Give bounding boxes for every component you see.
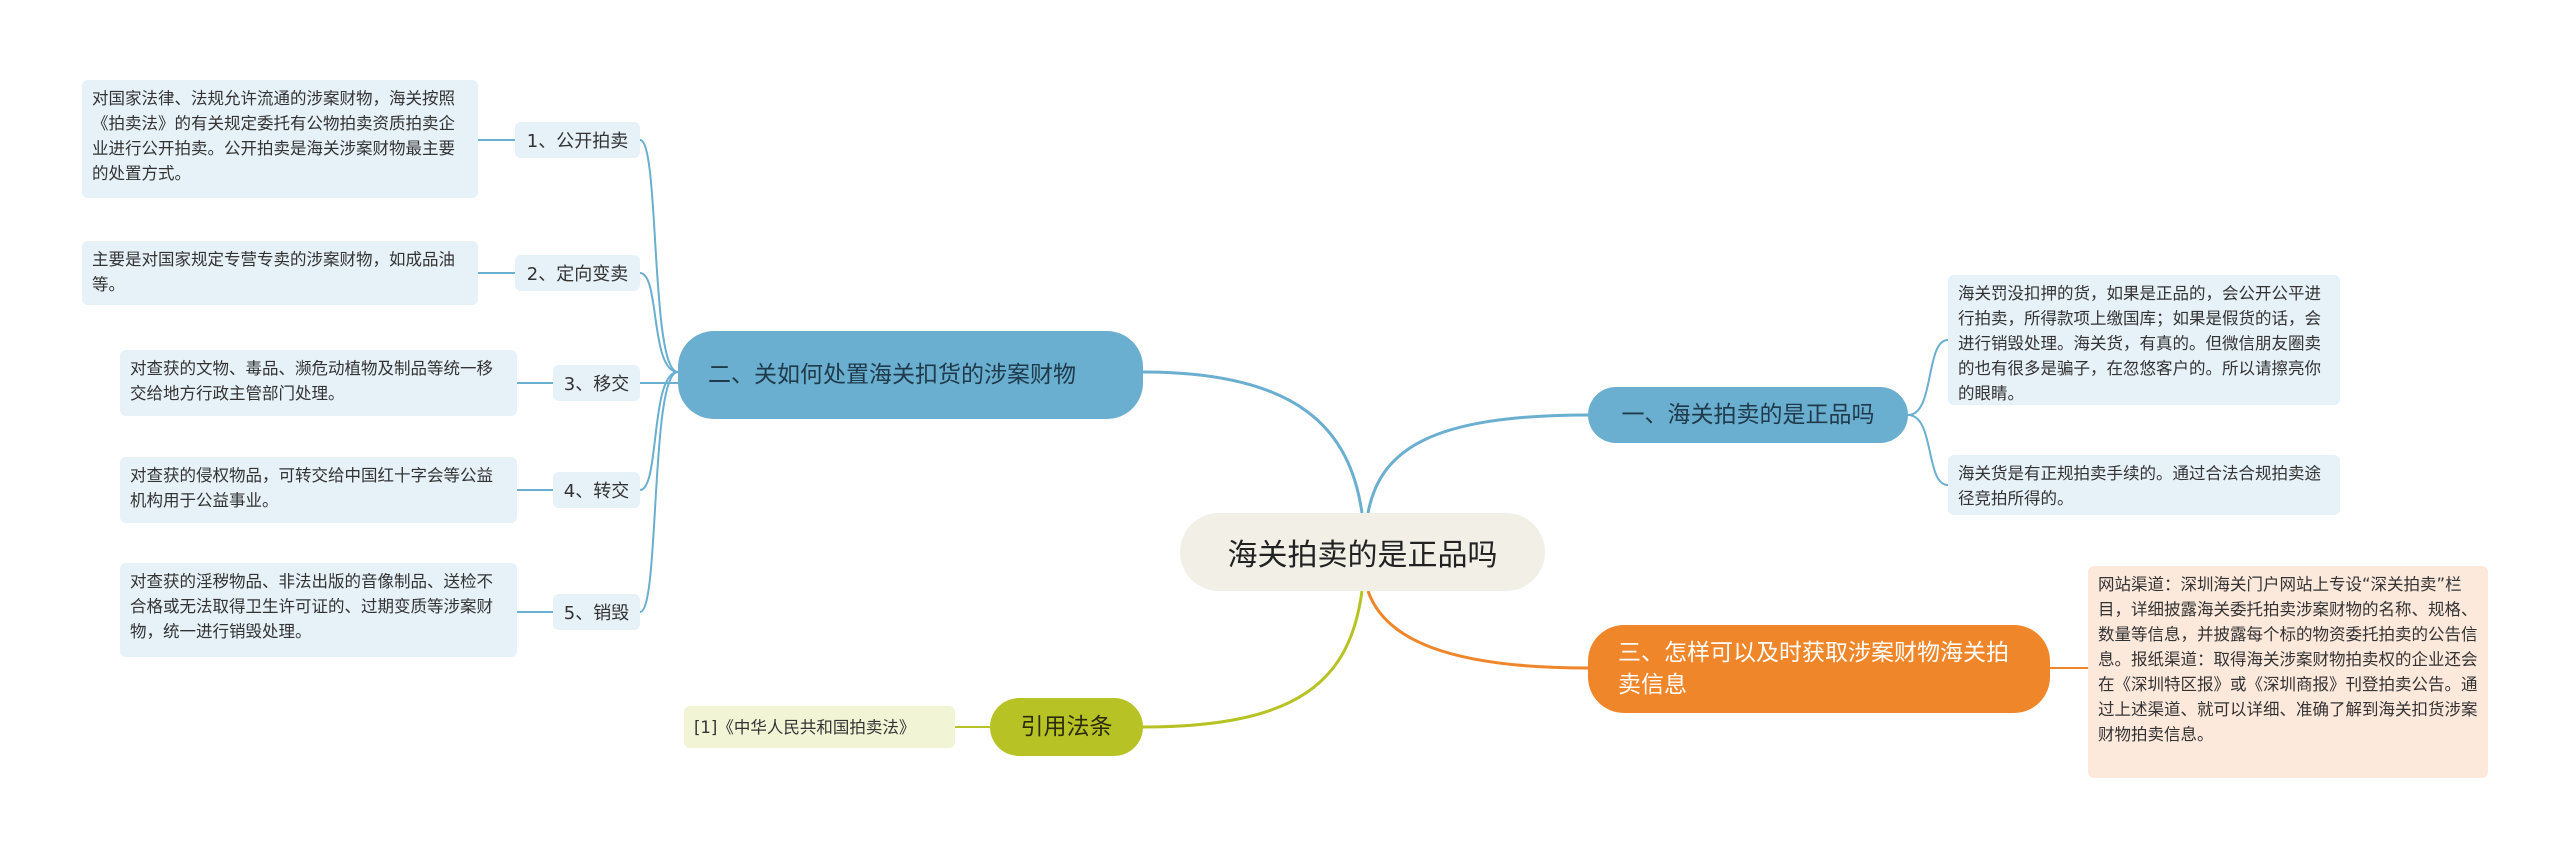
branch-two[interactable]: 二、关如何处置海关扣货的涉案财物 (678, 331, 1143, 419)
link-center-three (1366, 590, 1589, 670)
branch-two-item-4-leaf: 对查获的侵权物品，可转交给中国红十字会等公益机构用于公益事业。 (120, 457, 517, 523)
branch-two-item-1-leaf: 对国家法律、法规允许流通的涉案财物，海关按照《拍卖法》的有关规定委托有公物拍卖资… (82, 80, 478, 198)
branch-two-item-2-leaf-text: 主要是对国家规定专营专卖的涉案财物，如成品油等。 (92, 250, 455, 294)
branch-two-item-1[interactable]: 1、公开拍卖 (515, 122, 640, 158)
branch-two-item-3-label: 3、移交 (563, 374, 630, 395)
branch-two-item-2-leaf: 主要是对国家规定专营专卖的涉案财物，如成品油等。 (82, 241, 478, 305)
branch-three-label: 三、怎样可以及时获取涉案财物海关拍卖信息 (1618, 640, 2009, 698)
link-center-two (1142, 370, 1364, 514)
branch-two-label: 二、关如何处置海关扣货的涉案财物 (708, 362, 1076, 388)
branch-law-label: 引用法条 (1020, 714, 1113, 740)
branch-two-item-5-leaf: 对查获的淫秽物品、非法出版的音像制品、送检不合格或无法取得卫生许可证的、过期变质… (120, 563, 517, 657)
branch-two-item-2-label: 2、定向变卖 (526, 264, 629, 285)
branch-one-leaf-1: 海关罚没扣押的货，如果是正品的，会公开公平进行拍卖，所得款项上缴国库；如果是假货… (1948, 275, 2340, 405)
link-center-law (1142, 590, 1364, 729)
link-two-5 (639, 371, 679, 613)
branch-law-leaf[interactable]: [1]《中华人民共和国拍卖法》 (684, 706, 955, 748)
branch-two-item-1-label: 1、公开拍卖 (526, 131, 629, 152)
link-one-leaf2 (1907, 414, 1949, 486)
branch-one-leaf-1-text: 海关罚没扣押的货，如果是正品的，会公开公平进行拍卖，所得款项上缴国库；如果是假货… (1958, 284, 2321, 403)
branch-one-leaf-2: 海关货是有正规拍卖手续的。通过合法合规拍卖途径竞拍所得的。 (1948, 455, 2340, 515)
branch-two-item-4[interactable]: 4、转交 (553, 472, 640, 508)
central-topic[interactable]: 海关拍卖的是正品吗 (1180, 513, 1545, 591)
link-one-leaf1 (1907, 339, 1949, 416)
link-two-2 (639, 272, 679, 373)
branch-three-leaf: 网站渠道：深圳海关门户网站上专设“深关拍卖”栏目，详细披露海关委托拍卖涉案财物的… (2088, 566, 2488, 778)
branch-two-item-3-leaf-text: 对查获的文物、毒品、濒危动植物及制品等统一移交给地方行政主管部门处理。 (130, 359, 493, 403)
branch-three[interactable]: 三、怎样可以及时获取涉案财物海关拍卖信息 (1588, 625, 2050, 713)
central-topic-label: 海关拍卖的是正品吗 (1227, 538, 1498, 573)
branch-one[interactable]: 一、海关拍卖的是正品吗 (1588, 387, 1908, 443)
branch-two-item-2[interactable]: 2、定向变卖 (515, 255, 640, 291)
branch-two-item-1-leaf-text: 对国家法律、法规允许流通的涉案财物，海关按照《拍卖法》的有关规定委托有公物拍卖资… (92, 89, 455, 183)
branch-two-item-5-leaf-text: 对查获的淫秽物品、非法出版的音像制品、送检不合格或无法取得卫生许可证的、过期变质… (130, 572, 493, 641)
link-center-one (1366, 413, 1589, 514)
branch-law[interactable]: 引用法条 (990, 698, 1143, 756)
branch-two-item-4-leaf-text: 对查获的侵权物品，可转交给中国红十字会等公益机构用于公益事业。 (130, 466, 493, 510)
branch-two-item-5[interactable]: 5、销毁 (553, 594, 640, 630)
branch-two-item-3-leaf: 对查获的文物、毒品、濒危动植物及制品等统一移交给地方行政主管部门处理。 (120, 350, 517, 416)
link-two-1 (639, 139, 679, 373)
branch-two-item-4-label: 4、转交 (563, 481, 630, 502)
branch-law-leaf-text: [1]《中华人民共和国拍卖法》 (694, 717, 916, 737)
branch-two-item-3[interactable]: 3、移交 (553, 365, 640, 401)
link-two-4 (639, 371, 679, 491)
branch-three-leaf-text: 网站渠道：深圳海关门户网站上专设“深关拍卖”栏目，详细披露海关委托拍卖涉案财物的… (2098, 575, 2478, 744)
branch-two-item-5-label: 5、销毁 (563, 603, 630, 624)
branch-one-label: 一、海关拍卖的是正品吗 (1621, 402, 1875, 428)
branch-one-leaf-2-text: 海关货是有正规拍卖手续的。通过合法合规拍卖途径竞拍所得的。 (1958, 464, 2321, 508)
